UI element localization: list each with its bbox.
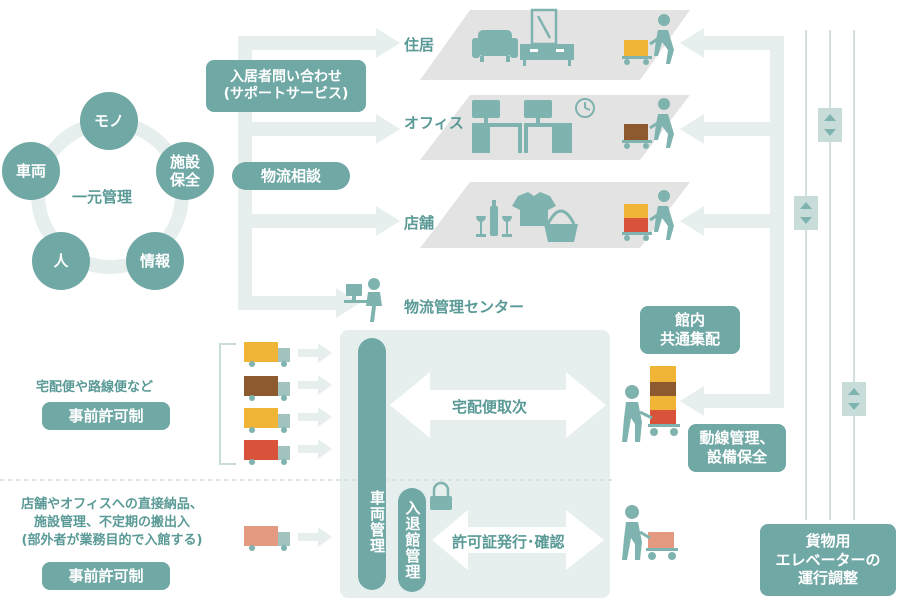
permit-double-arrow bbox=[432, 510, 604, 570]
worker-cart-residence-icon bbox=[622, 14, 674, 65]
worker-cart-office-icon bbox=[622, 98, 674, 149]
operator-icon bbox=[344, 278, 382, 322]
truck-brown-icon bbox=[244, 376, 290, 401]
prior-permit-pill-1: 事前許可制 bbox=[42, 402, 170, 430]
cabinet-icon bbox=[520, 44, 574, 66]
cycle-node-info-label: 情報 bbox=[139, 252, 170, 270]
elevator-car-2-icon bbox=[794, 196, 818, 230]
consult-pill: 物流相談 bbox=[232, 162, 350, 190]
carriers-label: 宅配便や路線便など bbox=[36, 380, 154, 395]
cycle-node-people: 人 bbox=[32, 232, 90, 290]
vehicle-mgmt-label: 車両管理 bbox=[368, 490, 386, 554]
cycle-center-label: 一元管理 bbox=[72, 188, 133, 206]
truck-red-icon bbox=[244, 440, 290, 465]
truck-orange-icon bbox=[244, 408, 290, 433]
desk-icon bbox=[472, 100, 572, 153]
flow-mgmt-label: 動線管理、 設備保全 bbox=[699, 429, 775, 466]
cycle-node-goods: モノ bbox=[80, 92, 138, 150]
vehicle-mgmt-bar: 車両管理 bbox=[358, 338, 386, 590]
sofa-icon bbox=[472, 30, 518, 62]
elevator-shafts bbox=[805, 30, 855, 520]
cycle-node-goods-label: モノ bbox=[93, 112, 124, 130]
shirt-icon bbox=[512, 192, 556, 226]
cycle-node-info: 情報 bbox=[126, 232, 184, 290]
prior-permit-pill-2: 事前許可制 bbox=[42, 562, 170, 590]
cycle-node-people-label: 人 bbox=[53, 252, 69, 270]
cycle-node-facility: 施設 保全 bbox=[156, 142, 214, 200]
elevator-pill: 貨物用 エレベーターの 運行調整 bbox=[760, 524, 896, 596]
entry-mgmt-bar: 入退館管理 bbox=[398, 488, 426, 592]
permit-label: 許可証発行･確認 bbox=[452, 533, 565, 551]
joint-collection-label: 館内 共通集配 bbox=[659, 311, 720, 348]
truck-salmon-icon bbox=[244, 526, 290, 551]
entry-mgmt-label: 入退館管理 bbox=[403, 500, 422, 580]
elevator-car-3-icon bbox=[842, 382, 866, 416]
basket-icon bbox=[544, 209, 578, 242]
center-title: 物流管理センター bbox=[404, 298, 525, 316]
parcel-double-arrow bbox=[390, 372, 606, 438]
cycle-node-facility-label: 施設 保全 bbox=[169, 153, 200, 189]
floor-label-residence: 住居 bbox=[404, 36, 435, 54]
worker-permit-cart-icon bbox=[622, 505, 678, 560]
prior-permit-label-2: 事前許可制 bbox=[68, 566, 144, 585]
inquiry-label: 入居者問い合わせ (サポートサービス) bbox=[223, 68, 349, 103]
lock-icon bbox=[430, 481, 452, 510]
direct-delivery-label: 店舗やオフィスへの直接納品、 施設管理、不定期の搬出入 (部外者が業務目的で入館… bbox=[21, 497, 203, 549]
return-arrows bbox=[680, 28, 784, 416]
elevator-car-1-icon bbox=[818, 108, 842, 142]
elevator-label: 貨物用 エレベーターの 運行調整 bbox=[775, 531, 881, 588]
cycle-node-vehicles-label: 車両 bbox=[15, 162, 46, 180]
worker-joint-cart-icon bbox=[622, 366, 680, 442]
truck-bracket bbox=[219, 343, 236, 465]
clock-icon bbox=[575, 98, 595, 118]
joint-collection-pill: 館内 共通集配 bbox=[640, 306, 740, 354]
flow-mgmt-pill: 動線管理、 設備保全 bbox=[688, 424, 786, 472]
prior-permit-label-1: 事前許可制 bbox=[68, 406, 144, 425]
parcel-label: 宅配便取次 bbox=[452, 398, 528, 416]
truck-arrows bbox=[298, 343, 332, 547]
worker-cart-store-icon bbox=[622, 190, 674, 241]
inquiry-pill: 入居者問い合わせ (サポートサービス) bbox=[206, 60, 366, 112]
wine-icon bbox=[476, 200, 512, 237]
consult-label: 物流相談 bbox=[260, 166, 321, 185]
floor-label-store: 店舗 bbox=[404, 214, 435, 232]
floor-label-office: オフィス bbox=[404, 114, 464, 132]
truck-yellow-icon bbox=[244, 342, 290, 367]
cycle-node-vehicles: 車両 bbox=[2, 142, 60, 200]
